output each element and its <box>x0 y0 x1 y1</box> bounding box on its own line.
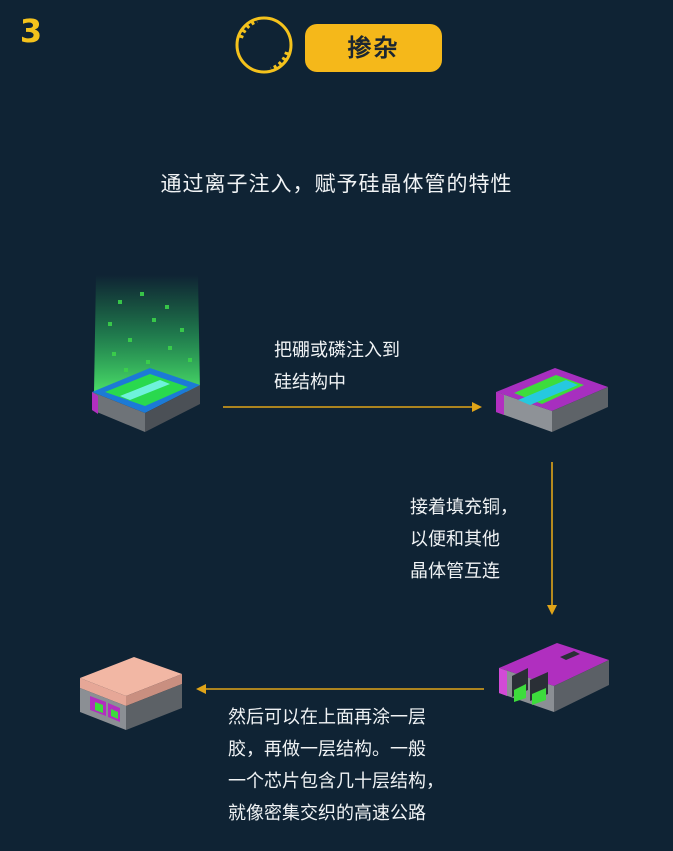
arrow-right <box>223 402 482 412</box>
subtitle: 通过离子注入，赋予硅晶体管的特性 <box>160 172 513 196</box>
step-badge-ring-icon <box>235 16 293 74</box>
arrow-left <box>196 684 484 694</box>
arrow-down <box>547 462 557 615</box>
caption-copper: 接着填充铜， 以便和其他 晶体管互连 <box>410 497 518 582</box>
step-number: 3 <box>19 12 43 50</box>
caption-implant: 把硼或磷注入到 硅结构中 <box>274 340 400 393</box>
chip-ion-implant-icon <box>92 275 200 432</box>
chip-copper-fill-icon <box>499 643 609 712</box>
caption-layers: 然后可以在上面再涂一层 胶，再做一层结构。一般 一个芯片包含几十层结构， 就像密… <box>228 707 444 824</box>
chip-doped-icon <box>496 368 608 432</box>
chip-layered-icon <box>80 657 182 730</box>
step-title: 掺杂 <box>305 24 442 72</box>
